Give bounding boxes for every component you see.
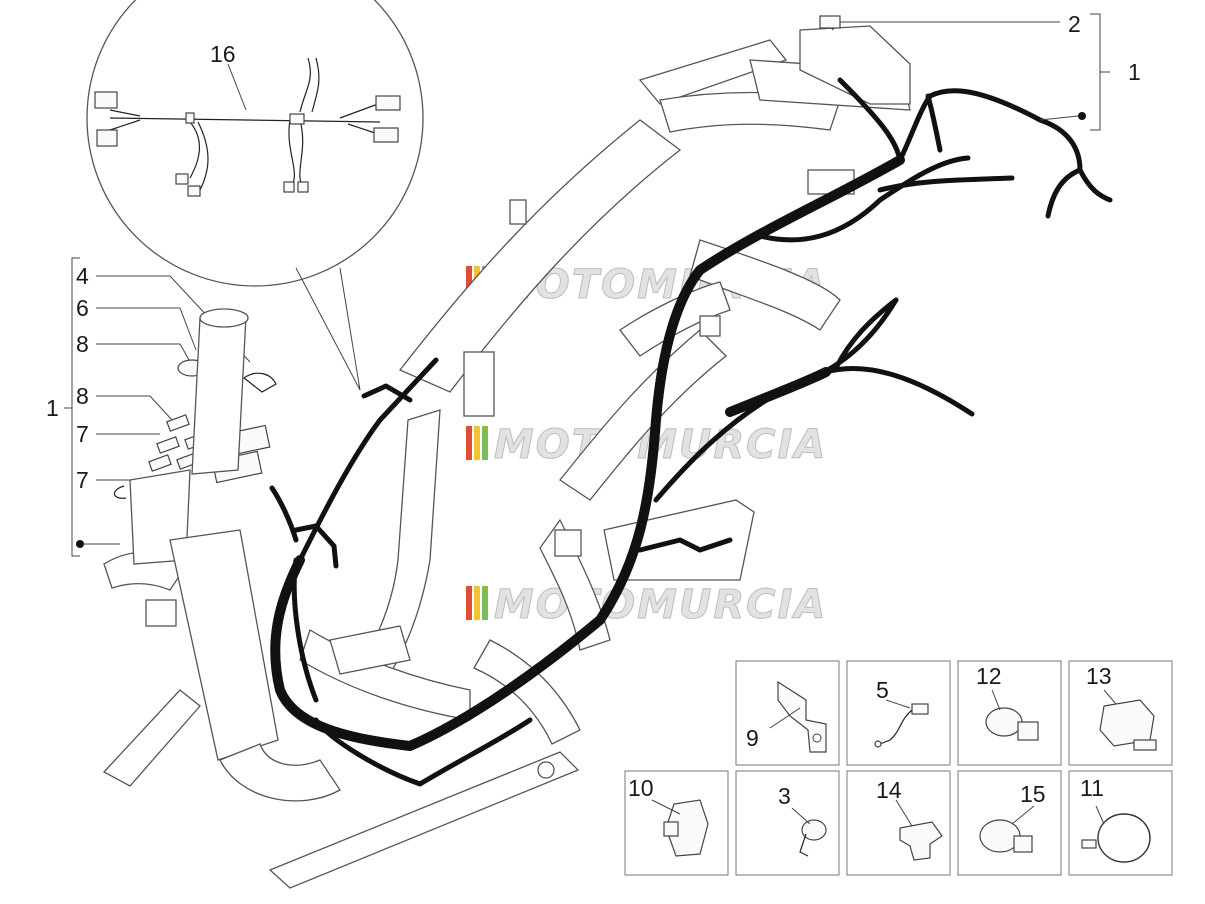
callout-1-top: 1: [1128, 59, 1141, 85]
part-label: 11: [1080, 775, 1104, 801]
part-box-5: 5: [846, 660, 951, 766]
scooter-frame: [102, 25, 911, 889]
part-label: 14: [876, 777, 902, 803]
top-right-callout-group: 1 2: [819, 11, 1141, 131]
main-wiring-harness: [269, 77, 1113, 787]
callout-16: 16: [210, 41, 236, 67]
callout-4: 4: [76, 263, 89, 289]
watermark-text: MOTOMURCIA: [494, 582, 827, 628]
part-box-12: 12: [957, 660, 1062, 766]
part-box-15: 15: [957, 770, 1062, 876]
part-label: 15: [1020, 781, 1046, 807]
part-label: 13: [1086, 663, 1112, 689]
callout-1-left: 1: [46, 395, 59, 421]
part-box-11: 11: [1068, 770, 1173, 876]
part-label: 12: [976, 663, 1002, 689]
watermark-text: MOTOMURCIA: [494, 422, 827, 468]
callout-7b: 7: [76, 467, 89, 493]
part-box-3: 3: [735, 770, 840, 876]
part-label: 3: [778, 783, 791, 809]
callout-7a: 7: [76, 421, 89, 447]
callout-8a: 8: [76, 331, 89, 357]
part-box-9: 9: [735, 660, 840, 766]
watermark: MOTOMURCIA: [466, 422, 827, 469]
part-label: 5: [876, 677, 889, 703]
callout-2: 2: [1068, 11, 1081, 37]
part-label: 9: [746, 725, 759, 751]
callout-8b: 8: [76, 383, 89, 409]
parts-grid: 9 5 12 13 10: [624, 660, 1173, 876]
part-label: 10: [628, 775, 654, 801]
part-box-14: 14: [846, 770, 951, 876]
part-box-10: 10: [624, 770, 729, 876]
part-box-13: 13: [1068, 660, 1173, 766]
callout-6: 6: [76, 295, 89, 321]
watermark: MOTOMURCIA: [466, 582, 827, 629]
detail-circle-harness-16: 16: [86, 0, 424, 391]
